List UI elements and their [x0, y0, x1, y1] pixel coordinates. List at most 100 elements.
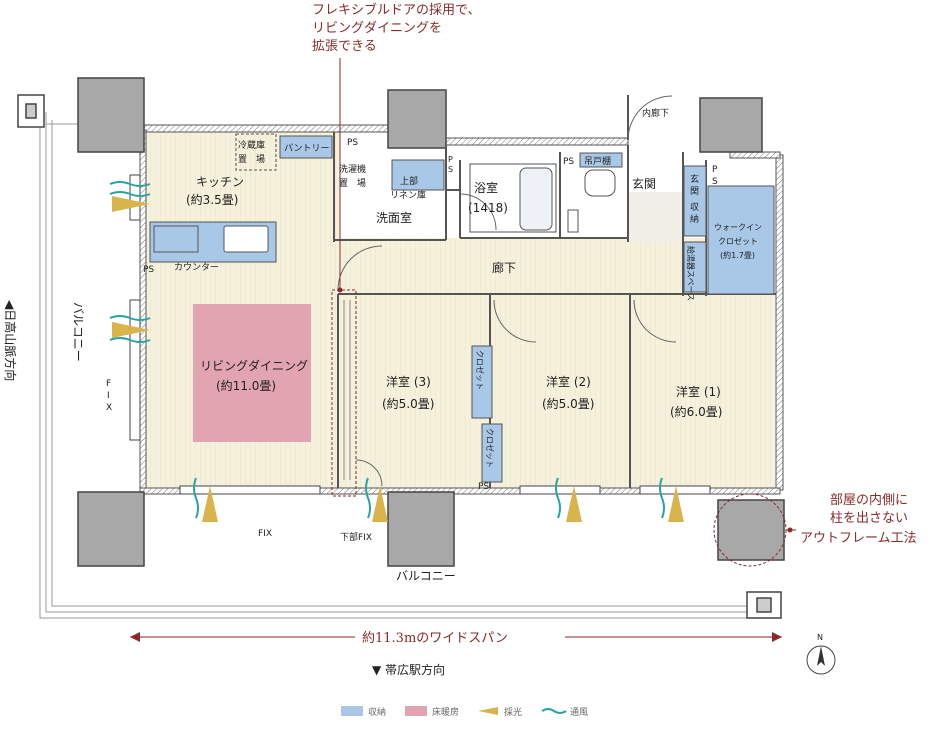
linen-label-2: リネン庫: [390, 189, 426, 201]
fix-left-3: X: [106, 403, 112, 413]
balcony-bottom-label: バルコニー: [396, 569, 456, 583]
column-se: [717, 499, 785, 561]
room3-label: 洋室 (3): [386, 374, 431, 389]
legend-storage-swatch: [341, 706, 363, 716]
ps-kitchen: PS: [143, 265, 154, 275]
corridor-label: 廊下: [492, 260, 516, 275]
columns: [77, 77, 785, 567]
legend-storage-label: 収納: [368, 706, 386, 718]
window-living-bottom: [179, 485, 321, 495]
bath-label: 浴室: [474, 180, 498, 195]
bath-size: (1418): [468, 201, 508, 215]
door-entrance: [627, 95, 673, 141]
airflow-daylight: [109, 181, 684, 522]
note-flex-3: 拡張できる: [312, 39, 377, 54]
ps-bath: PS: [563, 157, 574, 167]
closet-b: [481, 423, 503, 483]
flexible-door-zone: [331, 289, 357, 497]
pantry-block: [279, 135, 333, 159]
heater-space: [683, 241, 707, 293]
ps-bottom: PS: [478, 482, 489, 492]
closet-a: [471, 345, 493, 419]
column-s: [387, 491, 455, 567]
entrance-label: 玄関: [632, 176, 656, 191]
door-room3: [337, 245, 383, 291]
living-size: (約11.0畳): [216, 378, 276, 393]
wash-basin: [567, 209, 579, 233]
room2-floor: [490, 294, 630, 488]
washer-label-2: 置 場: [339, 177, 366, 189]
note-flex-2: リビングダイニングを: [312, 21, 442, 36]
floor-heating-zone: [193, 304, 311, 442]
balcony-left-label: バルコニー: [71, 302, 85, 362]
ps-top: PS: [347, 138, 358, 148]
inner-corridor-label: 内廊下: [642, 107, 669, 119]
walk-in-closet: [707, 185, 775, 295]
closet-a-label: クロゼット: [475, 350, 485, 390]
column-n: [387, 89, 447, 149]
kitchen-size: (約3.5畳): [186, 192, 238, 207]
fix-bottom-label: FIX: [258, 529, 272, 539]
ps-wash-a: P: [448, 155, 453, 164]
wic-label-3: (約1.7畳): [720, 250, 755, 260]
note-outframe-1: 部屋の内側に: [830, 492, 908, 508]
wic-label-1: ウォークイン: [714, 223, 762, 232]
column-ne: [699, 97, 763, 153]
ps-entrance-a: P: [712, 165, 718, 175]
column-sw: [77, 491, 145, 567]
room1-floor: [630, 294, 775, 488]
span-label: 約11.3mのワイドスパン: [362, 631, 508, 646]
fixtures: [153, 133, 616, 253]
note-flex-1: フレキシブルドアの採用で、: [312, 2, 480, 18]
kitchen-sink: [223, 225, 269, 253]
closet-b-label: クロゼット: [485, 428, 495, 468]
toilet: [584, 169, 616, 197]
room2-size: (約5.0畳): [542, 396, 594, 411]
linen-label-1: 上部: [400, 175, 418, 187]
legend-heating-swatch: [405, 706, 427, 716]
shoe-label-2: 関: [690, 186, 699, 197]
wic-label-2: クロゼット: [718, 236, 758, 246]
fix-left-1: F: [106, 379, 111, 389]
washer-label-1: 洗濯機: [339, 163, 366, 175]
compass: [806, 645, 836, 675]
shoe-storage: [683, 165, 707, 237]
room3-size: (約5.0畳): [382, 396, 434, 411]
kitchen-label: キッチン: [196, 175, 244, 189]
entrance-floor: [628, 192, 683, 242]
windows: [129, 174, 711, 495]
note-outframe-2: 柱を出さない: [830, 511, 908, 526]
bathtub: [519, 167, 553, 231]
legend-swatches: [341, 706, 567, 716]
direction-bottom: ▼ 帯広駅方向: [372, 662, 445, 677]
legend-daylight-icon: [478, 707, 498, 715]
room1-size: (約6.0畳): [670, 404, 722, 419]
fridge-label-2: 置 場: [238, 153, 265, 165]
legend-daylight-label: 採光: [504, 706, 522, 718]
legend-ventilation-icon: [541, 708, 567, 714]
legend-ventilation-label: 通風: [570, 707, 588, 718]
room3-floor: [338, 294, 490, 488]
doors: [337, 95, 677, 487]
shoe-label-3: 収: [690, 201, 699, 213]
living-label: リビングダイニング: [200, 358, 308, 373]
door-room2: [493, 299, 537, 343]
fridge-label-1: 冷蔵庫: [238, 139, 265, 151]
room1-label: 洋室 (1): [676, 384, 721, 399]
fix-left-2: I: [107, 391, 110, 401]
fix-lower-label: 下部FIX: [340, 531, 372, 543]
linen-block: [391, 159, 445, 191]
washroom-label: 洗面室: [376, 210, 412, 225]
note-outframe-3: アウトフレーム工法: [800, 531, 917, 546]
column-nw: [77, 77, 145, 153]
counter-label: カウンター: [174, 262, 219, 273]
legend-heating-label: 床暖房: [432, 706, 459, 718]
window-room2: [519, 485, 601, 495]
balcony-outline: [39, 112, 760, 619]
heater-label: 給湯器スペース: [686, 246, 696, 301]
cooktop: [153, 225, 199, 253]
ps-wash-b: S: [448, 165, 453, 174]
window-living-fix: [129, 299, 141, 441]
shoe-label-1: 玄: [690, 173, 699, 185]
